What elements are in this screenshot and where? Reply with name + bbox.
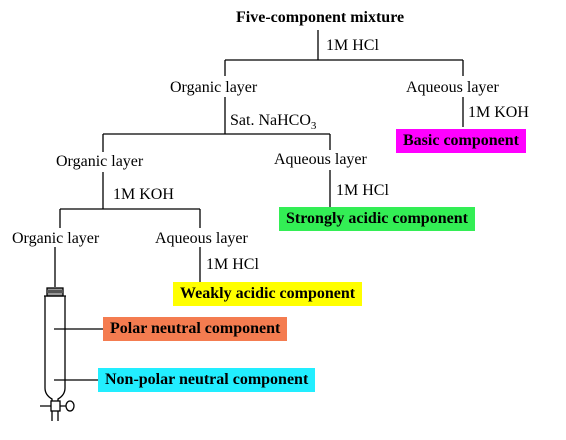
aqueous-layer-label: Aqueous layer — [274, 151, 367, 168]
chromatography-column-icon — [40, 287, 75, 421]
aqueous-layer-label: Aqueous layer — [155, 230, 248, 247]
polar-neutral-component-label: Polar neutral component — [103, 317, 288, 341]
reagent-label-1m-hcl: 1M HCl — [206, 256, 259, 273]
reagent-label-1m-koh: 1M KOH — [113, 186, 174, 203]
reagent-label-1m-koh: 1M KOH — [468, 104, 529, 121]
reagent-label-1m-hcl: 1M HCl — [326, 37, 379, 54]
reagent-label-nahco3: Sat. NaHCO3 — [230, 112, 317, 133]
diagram-title: Five-component mixture — [236, 9, 405, 26]
aqueous-layer-label: Aqueous layer — [406, 79, 499, 96]
strongly-acidic-component-label: Strongly acidic component — [279, 207, 475, 231]
weakly-acidic-component-label: Weakly acidic component — [173, 282, 363, 306]
reagent-label-1m-hcl: 1M HCl — [336, 182, 389, 199]
basic-component-label: Basic component — [396, 129, 526, 153]
organic-layer-label: Organic layer — [56, 153, 144, 170]
organic-layer-label: Organic layer — [170, 79, 258, 96]
organic-layer-label: Organic layer — [12, 230, 100, 247]
nonpolar-neutral-component-label: Non-polar neutral component — [98, 368, 316, 392]
